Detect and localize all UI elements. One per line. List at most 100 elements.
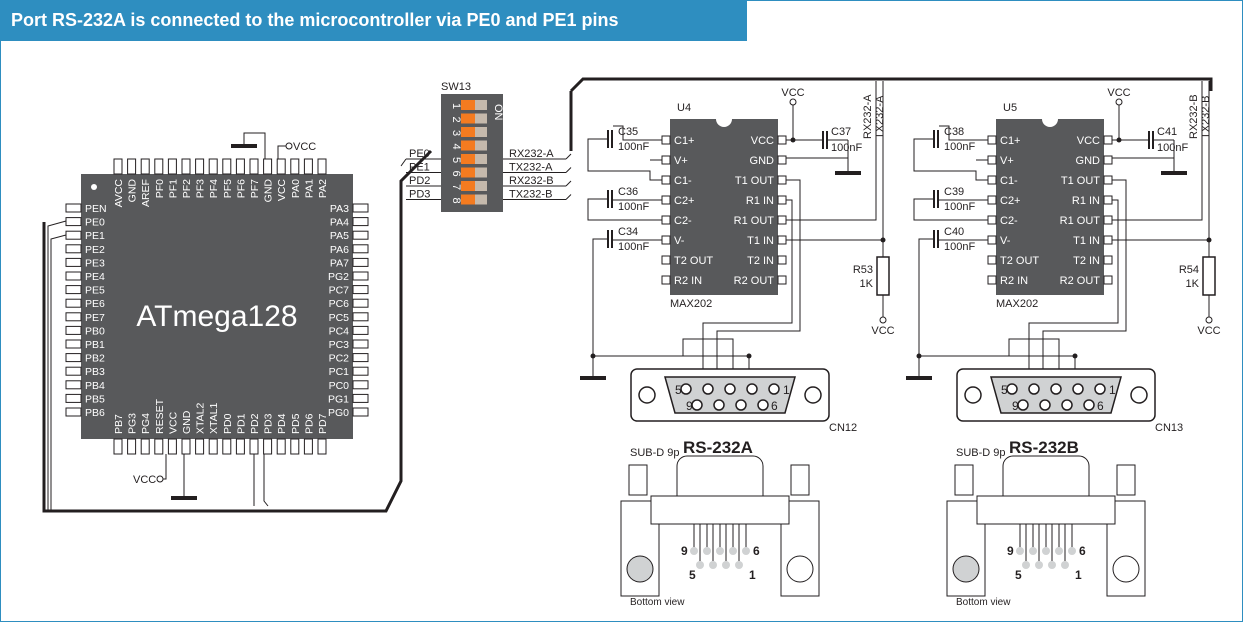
mcu-pin-label-right: PC3 [329,339,350,351]
switch-lever-on [461,113,475,124]
bv-pin [1029,547,1037,555]
mcu-pin-top [181,158,191,175]
ground-symbol [580,376,606,380]
mcu-pin-left [65,366,82,376]
ic-pin-label-left: V- [1000,235,1011,247]
mcu-pin-top [140,158,150,175]
db9-pin [1006,383,1018,395]
ic-pin-right [777,175,787,185]
mcu-pin-label-left: PE2 [85,244,105,256]
ic-pin-label-left: V- [674,235,685,247]
bus-top [569,77,1213,93]
mcu-body [81,174,353,439]
mcu-pin-top [317,158,327,175]
mcu-pin-label-bottom: GND [181,410,193,434]
db9-pin [746,383,758,395]
ic-pin-label-right: T1 IN [747,235,774,247]
mcu-pin-bottom [154,438,164,455]
db9-pin [1028,383,1040,395]
loop-wire [1008,338,1060,391]
capacitor-value: 100nF [618,241,649,253]
bv-hole-left [952,555,980,583]
t1out-wire [716,179,801,391]
bottom-view-label: Bottom view [956,597,1011,608]
switch-lever-on [461,181,475,191]
mcu-pin-left [65,312,82,322]
junction [1072,353,1078,359]
header-bar: Port RS-232A is connected to the microco… [1,1,747,41]
mcu-pin-label-top: VCC [276,179,288,202]
db9-screw-left [964,386,982,404]
mcu-pin-label-left: PB2 [85,353,105,365]
bv-screw-right [790,464,810,496]
mcu-pin-label-top: PF5 [222,179,234,198]
db9-number: 9 [686,399,693,413]
db9-screw-right [804,386,822,404]
pin1-dot [91,184,97,190]
ic-notch [1042,119,1058,127]
bv-pin [709,561,717,569]
switch-bus-tap [565,153,572,160]
mcu-pin-bottom [263,438,273,455]
switch-left-label: PD2 [409,175,430,187]
resistor [1202,256,1216,296]
mcu-pin-label-right: PG0 [328,407,349,419]
c2minus-wire [587,198,662,221]
ic-pin-right [1103,195,1113,205]
ic-pin-label-right: GND [1076,155,1101,167]
switch-bus-tap [565,194,572,200]
switch-lever-on [461,167,475,178]
ic-pin-left [661,215,671,225]
mcu-pin-left [65,393,82,403]
bv-pin [729,547,737,555]
mcu-pin-label-right: PC7 [329,285,350,297]
bv-number: 5 [689,568,696,582]
mcu-pin-label-bottom: XTAL1 [208,403,220,434]
switch-left-label: PE1 [409,162,430,174]
db9-number: 1 [1109,383,1116,397]
db9-pin [680,383,692,395]
mcu-pin-label-right: PC0 [329,380,350,392]
vcc-label-bottom: VCC [133,474,156,486]
mcu-pin-label-top: PF3 [195,179,207,198]
switch-number: 7 [450,184,462,190]
switch-number: 1 [450,103,462,109]
r1in-wire [1028,199,1119,391]
bv-pin [1016,547,1024,555]
ic-pin-left [987,235,997,245]
switch-lever-off [475,100,487,110]
ic-pin-right [777,215,787,225]
switch-right-label: RX232-A [509,148,554,160]
ic-pin-label-right: T2 IN [1073,255,1100,267]
mcu-pin-left [65,271,82,281]
mcu-pin-right [352,393,369,403]
mcu-pin-label-bottom: PD2 [249,413,261,434]
mcu-pin-top [195,158,205,175]
bv-screw-left [628,464,648,496]
bottom-view-label: Bottom view [630,597,685,608]
bv-number: 1 [749,568,756,582]
db9-pin [1050,383,1062,395]
mcu-pin-bottom [222,438,232,455]
capacitor-value: 100nF [944,201,975,213]
mcu-pin-right [352,244,369,254]
db9-pin [1017,399,1029,411]
ic-pin-left [987,275,997,285]
switch-name: SW13 [441,81,471,93]
resistor-vcc-label: VCC [871,325,894,337]
mcu-pin-left [65,203,82,213]
capacitor-value: 100nF [944,141,975,153]
mcu-pin-top [235,158,245,175]
switch-left-label: PD3 [409,189,430,201]
mcu-pin-label-left: PB0 [85,325,105,337]
ic-pin-right [777,195,787,205]
mcu-pin-label-bottom: PB7 [113,414,125,434]
resistor-name: R53 [853,264,873,276]
bv-pin [742,547,750,555]
bv-pin [716,547,724,555]
mcu-pin-label-top: PF2 [181,179,193,198]
mcu-pin-label-top: PA1 [303,179,315,198]
ic-pin-left [661,255,671,265]
ic-pin-label-left: C2+ [674,195,695,207]
ic-pin-label-left: V+ [674,155,688,167]
